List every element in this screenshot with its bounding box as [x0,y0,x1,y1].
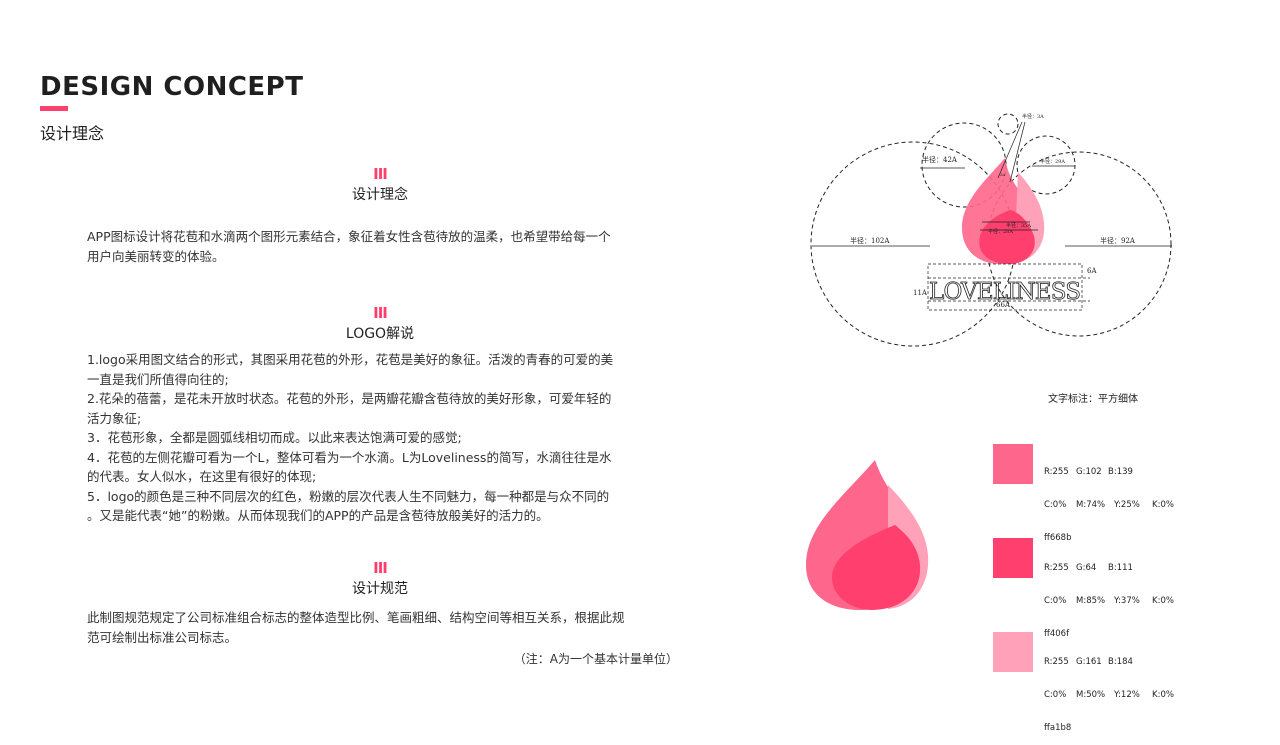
section-mark-3: III [373,559,388,577]
swatch-c: C:0% [1044,500,1067,510]
swatch-y: Y:37% [1114,596,1140,606]
page-title: DESIGN CONCEPT [40,72,304,102]
section-mark-2: III [373,304,388,322]
text-line: 1.logo采用图文结合的形式，其图采用花苞的外形，花苞是美好的象征。活泼的青春… [87,352,614,367]
text-line: 的代表。女人似水，在这里有很好的体现; [87,469,317,484]
swatch-info-1: R:255 G:102 B:139 C:0% M:74% Y:25% K:0% ff668… [1044,445,1174,555]
text-line: 此制图规范规定了公司标准组合标志的整体造型比例、笔画粗细、结构空间等相互关系，根… [87,610,625,625]
section-body-logo: 1.logo采用图文结合的形式，其图采用花苞的外形，花苞是美好的象征。活泼的青春… [87,350,677,526]
swatch-m: M:50% [1076,690,1106,700]
wordmark-guide-box [927,263,1083,311]
app-logo [806,460,929,610]
page-subtitle: 设计理念 [40,124,105,143]
color-swatch-3 [993,632,1033,672]
swatch-y: Y:12% [1114,690,1140,700]
text-line: 2.花朵的蓓蕾，是花未开放时状态。花苞的外形，是两瓣花瓣含苞待放的美好形象，可爱… [87,391,612,406]
guide-circle-3 [997,113,1019,135]
swatch-hex: ff668b [1044,533,1072,543]
font-annotation: 文字标注：平方细体 [1048,394,1138,405]
swatch-k: K:0% [1152,596,1174,606]
measure-line [997,121,1023,179]
text-line: 用户向美丽转变的体验。 [87,248,225,264]
swatch-g: G:161 [1076,657,1102,667]
section-heading-concept: 设计理念 [352,187,408,203]
swatch-b: B:184 [1108,657,1133,667]
swatch-b: B:111 [1108,563,1133,573]
text-line: 。又是能代表“她”的粉嫩。从而体现我们的APP的产品是含苞待放般美好的活力的。 [87,508,549,523]
swatch-hex: ff406f [1044,629,1070,639]
label-radius-35: 半径：35A [1006,222,1031,229]
swatch-info-2: R:255 G:64 B:111 C:0% M:85% Y:37% K:0% ff406f [1044,541,1174,651]
label-radius-102: 半径：102A [850,236,890,245]
label-dim-width: 66A [996,301,1011,309]
color-swatch-2 [993,538,1033,578]
swatch-r: R:255 [1044,657,1069,667]
label-radius-small: 3A [1000,172,1006,177]
guide-circle-29 [1016,135,1076,195]
text-line: 5．logo的颜色是三种不同层次的红色，粉嫩的层次代表人生不同魅力，每一种都是与… [87,488,610,504]
section-body-spec: 此制图规范规定了公司标准组合标志的整体造型比例、笔画粗细、结构空间等相互关系，根… [87,608,677,647]
swatch-k: K:0% [1152,500,1174,510]
swatch-r: R:255 [1044,563,1069,573]
swatch-k: K:0% [1152,690,1174,700]
swatch-m: M:85% [1076,596,1106,606]
text-line: 4．花苞的左侧花瓣可看为一个L，整体可看为一个水滴。L为Loveliness的简… [87,449,612,465]
swatch-g: G:64 [1076,563,1097,573]
swatch-g: G:102 [1076,467,1102,477]
logo-wordmark: LOVELINESS [929,279,1081,305]
color-swatch-1 [993,444,1033,484]
diagram-drop-front [979,210,1035,264]
swatch-m: M:74% [1076,500,1106,510]
unit-note: （注：A为一个基本计量单位） [513,652,678,666]
swatch-r: R:255 [1044,467,1069,477]
text-line: 3．花苞形象，全都是圆弧线相切而成。以此来表达饱满可爱的感觉; [87,430,462,445]
label-radius-29: 半径：29A [1040,158,1065,165]
label-radius-28: 半径：28A [988,228,1013,235]
title-accent-bar [40,106,68,111]
section-body-concept: APP图标设计将花苞和水滴两个图形元素结合，象征着女性含苞待放的温柔，也希望带给… [87,227,677,266]
label-dim-height: 11A [913,289,928,297]
text-line: 活力象征; [87,410,142,426]
label-dim-gap: 6A [1087,267,1097,275]
label-radius-92: 半径：92A [1100,236,1136,245]
swatch-b: B:139 [1108,467,1133,477]
swatch-info-3: R:255 G:161 B:184 C:0% M:50% Y:12% K:0% ffa1b… [1044,635,1174,745]
swatch-c: C:0% [1044,596,1067,606]
logo-petal-front [831,525,921,610]
text-line: 范可绘制出标准公司标志。 [87,629,238,645]
swatch-y: Y:25% [1114,500,1140,510]
logo-construction-diagram: 半径：102A 半径：92A 半径：42A 半径：29A 半径：3A 半径：35… [810,113,1172,347]
section-mark-1: III [373,165,388,183]
swatch-hex: ffa1b8 [1044,723,1072,733]
section-heading-spec: 设计规范 [352,581,408,597]
label-radius-3: 半径：3A [1022,113,1044,120]
text-line: APP图标设计将花苞和水滴两个图形元素结合，象征着女性含苞待放的温柔，也希望带给… [87,229,611,244]
text-line: 一直是我们所值得向往的; [87,371,229,387]
measure-line [1009,121,1026,183]
label-radius-42: 半径：42A [922,155,958,164]
section-heading-logo: LOGO解说 [345,326,415,342]
swatch-c: C:0% [1044,690,1067,700]
